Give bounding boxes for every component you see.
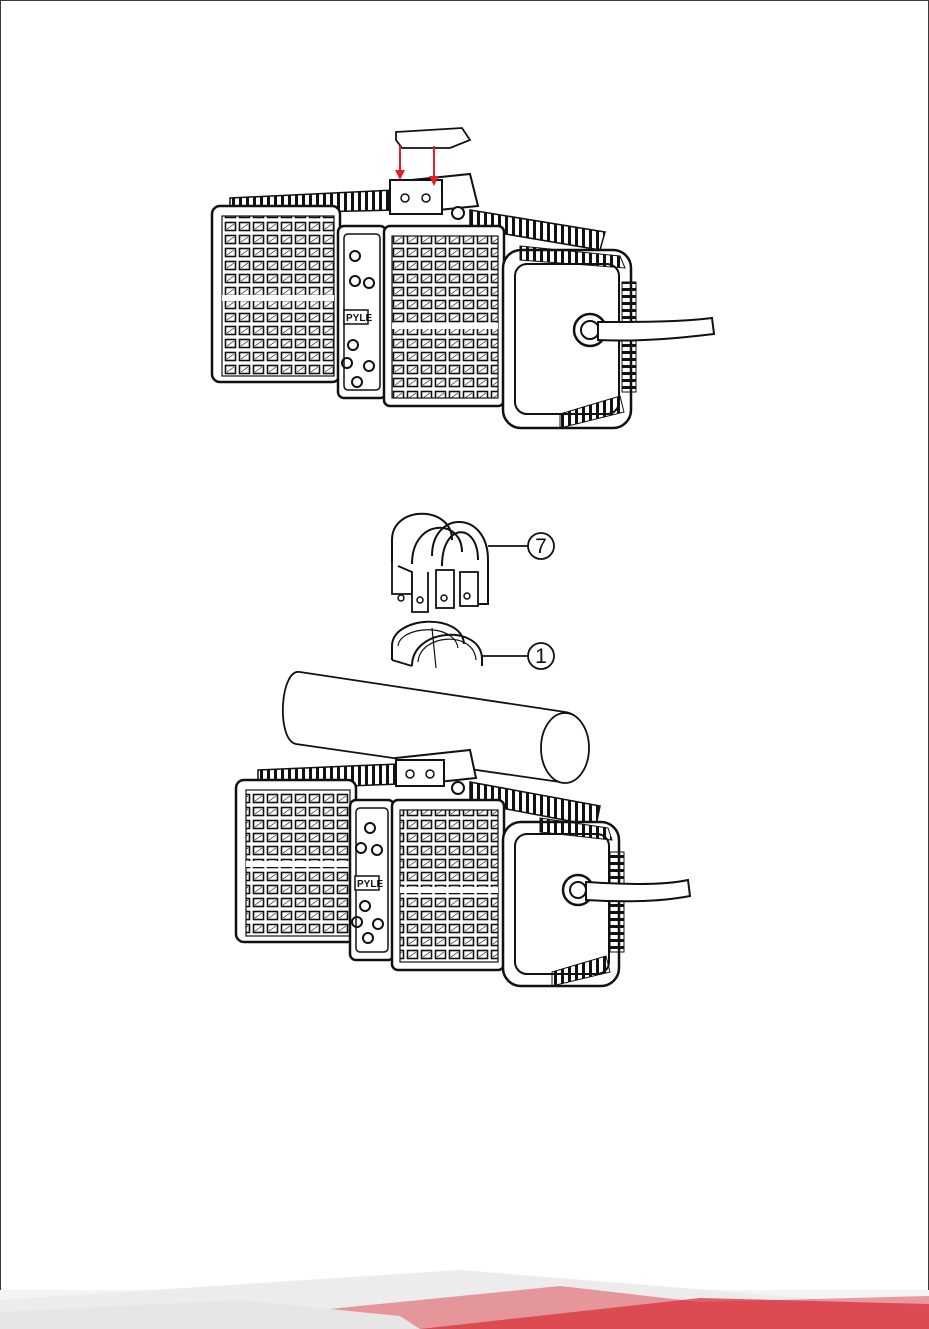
callout-7: 7 [488,533,554,559]
callout-label-1: 1 [535,645,547,668]
speaker-unit-top: PYLE [212,128,714,428]
speaker-unit-bottom: PYLE [236,750,690,986]
callout-label-7: 7 [535,535,547,558]
brand-logo-top: PYLE [346,313,372,324]
footer-decoration [0,1270,929,1329]
callout-1: 1 [482,643,554,669]
brand-logo-bottom: PYLE [357,879,383,890]
pipe-clamp-part-7 [392,514,488,612]
rubber-shim-part-1 [392,622,482,668]
